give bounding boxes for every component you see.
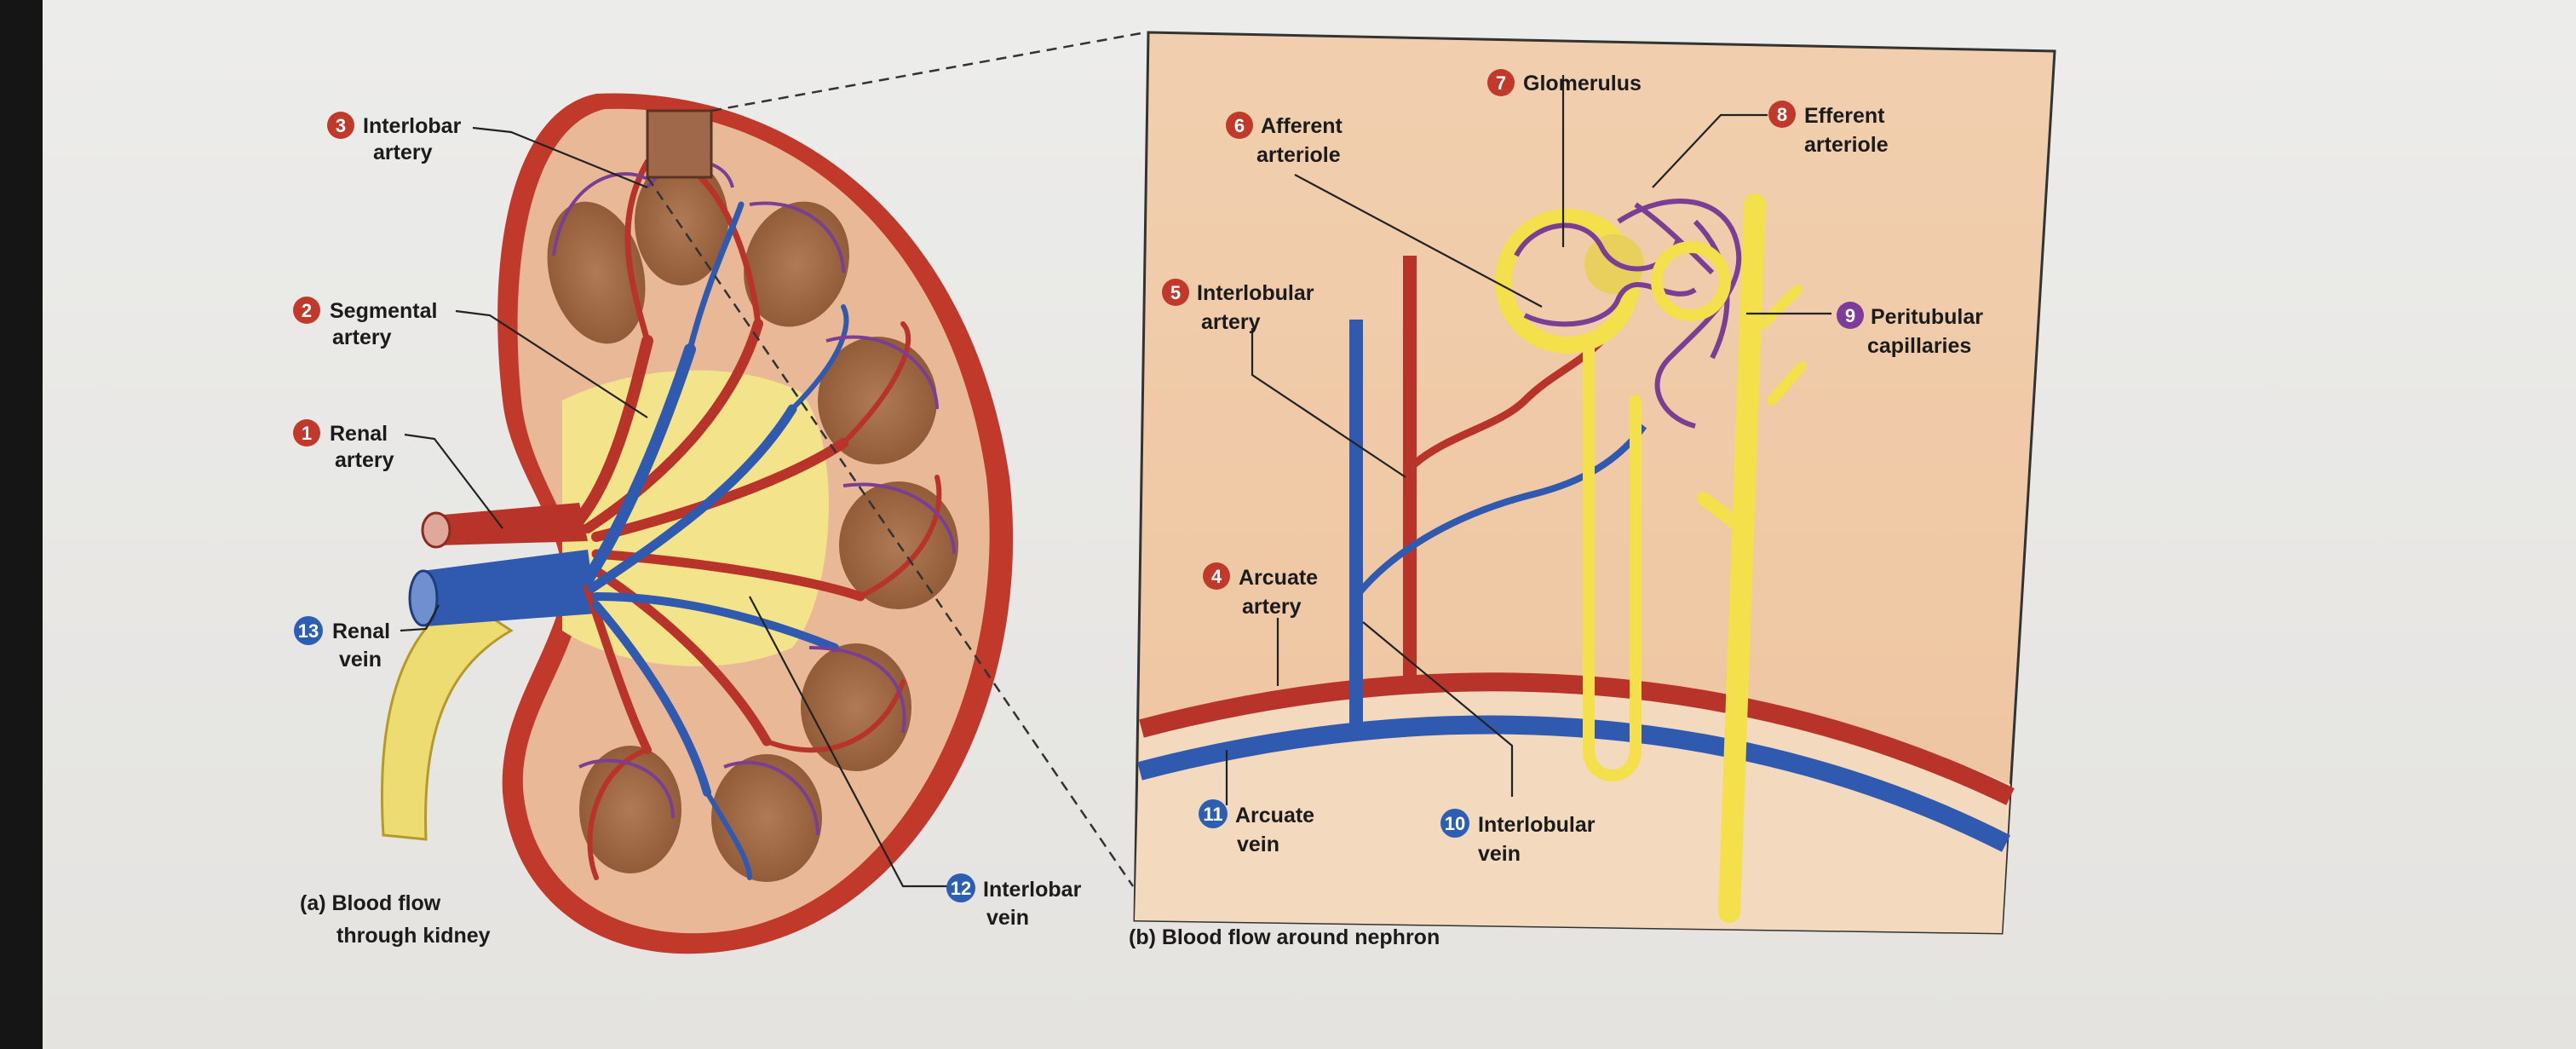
svg-text:6: 6 <box>1234 115 1245 136</box>
nephron-inset <box>1133 31 2056 935</box>
pyramid <box>744 201 849 327</box>
label-renal-vein: 13 Renal vein <box>294 616 390 671</box>
svg-text:vein: vein <box>339 648 382 671</box>
label-interlobar-artery: 3 Interlobar artery <box>327 112 462 164</box>
svg-text:Interlobar: Interlobar <box>983 878 1082 902</box>
pyramid <box>547 201 646 344</box>
label-afferent-arteriole: 6 Afferent arteriole <box>1226 112 1343 167</box>
svg-text:Glomerulus: Glomerulus <box>1523 72 1642 95</box>
svg-text:Arcuate: Arcuate <box>1239 566 1318 590</box>
leader-l6 <box>1294 174 1543 308</box>
svg-text:5: 5 <box>1170 282 1181 303</box>
svg-text:arteriole: arteriole <box>1256 143 1341 167</box>
svg-text:3: 3 <box>336 115 346 136</box>
zoom-connector-lines <box>646 31 1147 887</box>
svg-text:8: 8 <box>1777 104 1787 125</box>
svg-text:12: 12 <box>951 878 971 899</box>
leader-l1 <box>404 433 503 529</box>
leader-l10 <box>1362 621 1514 797</box>
svg-text:Peritubular: Peritubular <box>1871 305 1983 329</box>
pyramid <box>801 643 911 771</box>
kidney-arteries <box>573 159 942 880</box>
svg-text:10: 10 <box>1445 813 1465 834</box>
label-segmental-artery: 2 Segmental artery <box>293 297 437 349</box>
svg-text:11: 11 <box>1203 804 1222 825</box>
svg-text:artery: artery <box>1242 595 1302 619</box>
label-arcuate-artery: 4 Arcuate artery <box>1203 562 1318 619</box>
svg-text:9: 9 <box>1845 305 1855 326</box>
leader-l12 <box>749 596 954 888</box>
svg-text:Interlobar: Interlobar <box>363 114 462 138</box>
svg-text:vein: vein <box>986 906 1029 930</box>
svg-text:Arcuate: Arcuate <box>1235 804 1314 827</box>
zoom-region-box <box>646 109 713 179</box>
leader-l8 <box>1652 113 1768 188</box>
svg-text:Renal: Renal <box>332 620 390 643</box>
label-renal-artery: 1 Renal artery <box>293 419 394 472</box>
pyramid <box>711 754 822 882</box>
leader-l13 <box>400 604 440 632</box>
label-glomerulus: 7 Glomerulus <box>1487 69 1642 96</box>
caption-a-line1: (a) Blood flow <box>300 891 441 915</box>
svg-text:arteriole: arteriole <box>1804 133 1889 157</box>
renal-pyramids <box>547 158 958 882</box>
leader-l5 <box>1251 328 1406 478</box>
svg-text:7: 7 <box>1496 72 1506 94</box>
svg-text:vein: vein <box>1478 842 1521 866</box>
svg-text:Efferent: Efferent <box>1804 104 1885 128</box>
label-interlobular-vein: 10 Interlobular vein <box>1440 809 1596 866</box>
label-peritubular-capillaries: 9 Peritubular capillaries <box>1837 302 1983 358</box>
label-efferent-arteriole: 8 Efferent arteriole <box>1768 101 1889 157</box>
svg-text:4: 4 <box>1211 566 1222 587</box>
svg-text:artery: artery <box>1201 310 1261 334</box>
leader-l2 <box>455 309 648 418</box>
renal-vein-vessel <box>422 550 596 626</box>
svg-text:Afferent: Afferent <box>1261 114 1343 138</box>
label-interlobular-artery: 5 Interlobular artery <box>1162 279 1314 334</box>
svg-text:Interlobular: Interlobular <box>1478 813 1596 837</box>
kidney-veins <box>582 201 849 880</box>
caption-a-line2: through kidney <box>336 924 491 948</box>
svg-text:Renal: Renal <box>330 422 388 446</box>
label-interlobar-vein: 12 Interlobar vein <box>946 873 1082 930</box>
pyramid <box>635 158 728 285</box>
kidney-illustration <box>380 93 1014 954</box>
svg-text:13: 13 <box>298 620 319 642</box>
caption-b: (b) Blood flow around nephron <box>1129 925 1440 949</box>
renal-artery-vessel <box>434 503 588 545</box>
glomerulus-capillary-tuft <box>1495 209 1697 354</box>
leader-l3 <box>472 126 648 189</box>
svg-text:1: 1 <box>302 423 312 444</box>
svg-text:Interlobular: Interlobular <box>1197 281 1314 305</box>
svg-text:artery: artery <box>373 141 433 164</box>
arcuate-artery-vessel <box>1139 672 2015 805</box>
ureter <box>380 595 514 841</box>
leader-lines <box>400 75 1831 888</box>
svg-text:artery: artery <box>335 448 394 472</box>
svg-text:Segmental: Segmental <box>330 299 437 323</box>
svg-text:capillaries: capillaries <box>1867 334 1971 358</box>
label-arcuate-vein: 11 Arcuate vein <box>1199 799 1314 856</box>
svg-text:vein: vein <box>1237 833 1279 856</box>
renal-tubules <box>1583 193 1807 923</box>
svg-text:2: 2 <box>302 300 312 321</box>
svg-text:artery: artery <box>332 326 392 349</box>
